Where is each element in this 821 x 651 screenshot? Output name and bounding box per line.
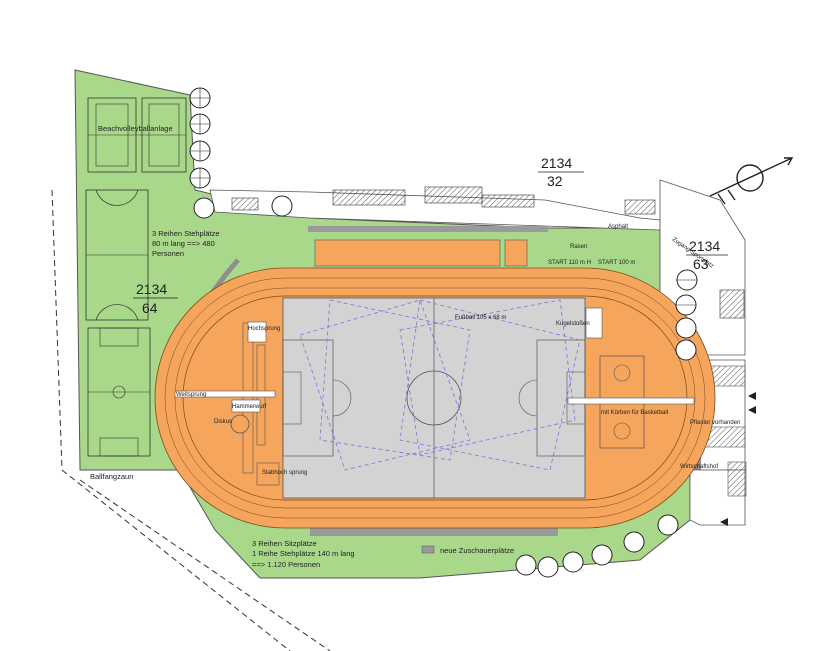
hammer-circle (230, 414, 250, 434)
parcel-2134-64: 2134 64 (133, 281, 178, 316)
north-arrow-icon (709, 157, 794, 205)
legend-label: neue Zuschauerplätze (440, 546, 514, 555)
javelin-runway (174, 390, 276, 398)
north-stands (308, 226, 548, 232)
svg-text:2134: 2134 (136, 281, 167, 297)
parcel-2134-32: 2134 32 (538, 155, 584, 189)
tree-detail (190, 88, 697, 306)
svg-text:63: 63 (693, 256, 709, 272)
beachvolleyball-label: Beachvolleyballanlage (98, 124, 173, 133)
north-apron (314, 239, 501, 267)
seating-label-1: 3 Reihen Sitzplätze (252, 539, 317, 548)
pflaster-label: Pflaster vorhanden (690, 420, 740, 426)
weitsprung-label: Weitsprung (176, 392, 206, 398)
svg-text:64: 64 (142, 300, 158, 316)
svg-text:2134: 2134 (541, 155, 572, 171)
seating-label-3: ==> 1.120 Personen (252, 560, 320, 569)
svg-text:2134: 2134 (689, 238, 720, 254)
dashed-boundary (51, 189, 331, 651)
entry-markers (720, 392, 756, 526)
long-jump-runway (242, 322, 254, 474)
seating-label-2: 1 Reihe Stehplätze 140 m lang (252, 549, 355, 558)
north-buildings (231, 186, 745, 319)
shot-put-box (585, 307, 603, 339)
asphalt-label: Asphalt (608, 224, 628, 230)
wirtschaftshof-label: Wirtschaftshof (680, 464, 718, 470)
kugelstossen-label: Kugelstoßen (556, 321, 590, 327)
south-stands (310, 528, 558, 536)
east-runway (567, 397, 695, 405)
legend-swatch (421, 545, 435, 554)
standing-label-3: Personen (152, 249, 184, 258)
basketball-label: mit Körben für Basketball (601, 410, 668, 416)
hochsprung-label: Hochsprung (248, 326, 280, 332)
center-circle (406, 370, 462, 426)
standing-label-1: 3 Reihen Stehplätze (152, 229, 220, 238)
ballfangzaun-label: Ballfangzaun (90, 472, 133, 481)
stabhochsprung-label: Stabhoch sprung (262, 470, 307, 476)
shed-hatched (727, 461, 747, 497)
field-size-label: Fußball 105 x 68 m (455, 315, 506, 321)
standing-label-2: 80 m lang ==> 480 (152, 239, 215, 248)
overlay-small-fields (299, 299, 581, 471)
start-110-label: START 110 m H (548, 260, 591, 266)
start-100-label: START 100 m (598, 260, 635, 266)
parcel-2134-63: 2134 63 (686, 238, 728, 272)
svg-text:32: 32 (547, 173, 563, 189)
diskus-label: Diskus (214, 419, 232, 425)
hammer-label: Hammerwurf (232, 404, 267, 410)
rasen-label: Rasen (570, 244, 587, 250)
high-jump-box (247, 321, 267, 343)
